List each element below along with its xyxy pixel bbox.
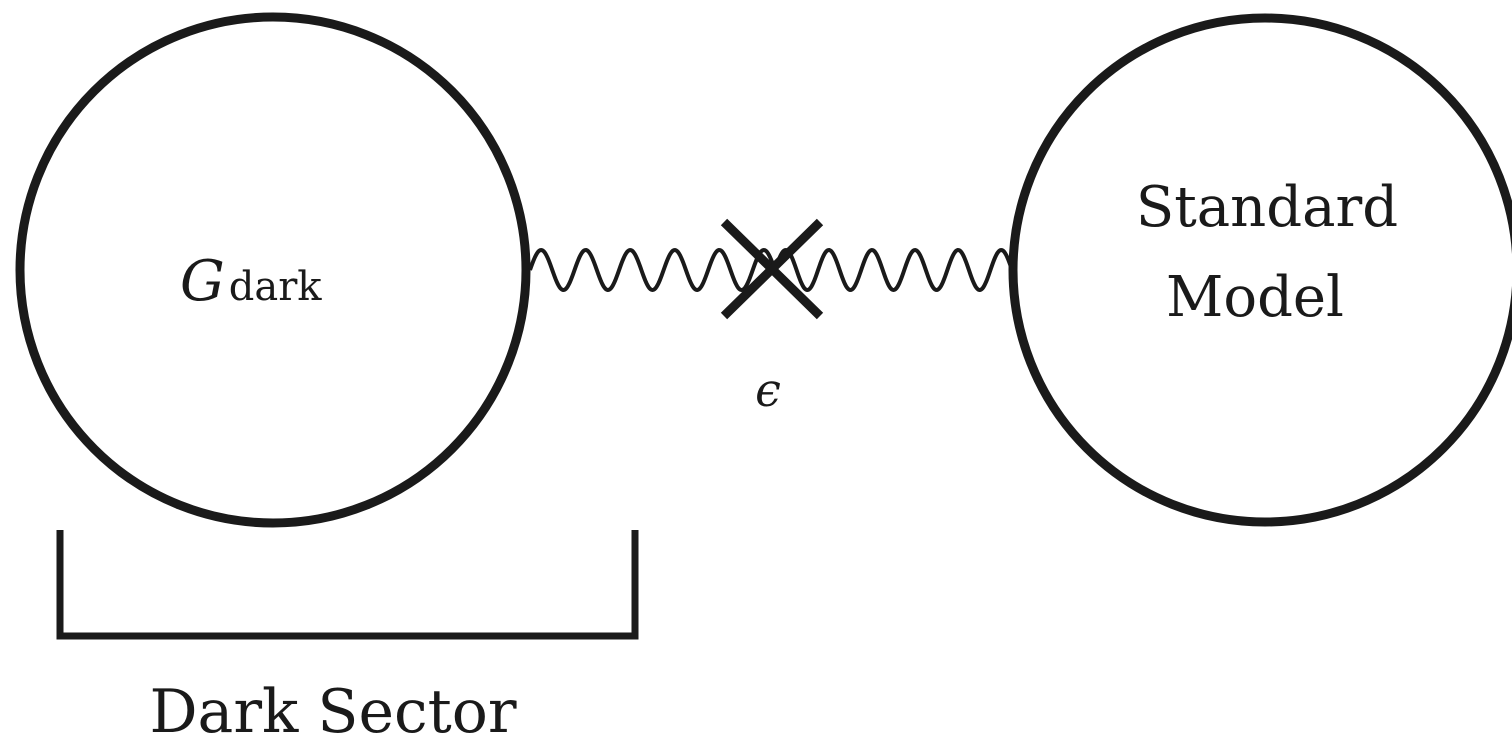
dark-sector-label: Dark Sector [149, 677, 516, 739]
left-photon-propagator [528, 247, 777, 293]
standard-model-line1: Standard [1136, 175, 1398, 240]
dark-gauge-symbol: G [180, 249, 225, 314]
mixing-cross-icon [720, 218, 824, 320]
dark-sector-bracket [56, 530, 639, 640]
dark-gauge-subscript: dark [229, 264, 323, 310]
dark-sector-circle [15, 12, 531, 528]
standard-model-line2: Model [1166, 265, 1344, 330]
coupling-epsilon: ϵ [755, 363, 781, 417]
standard-model-circle [1008, 13, 1512, 527]
right-photon-propagator [773, 247, 1014, 293]
